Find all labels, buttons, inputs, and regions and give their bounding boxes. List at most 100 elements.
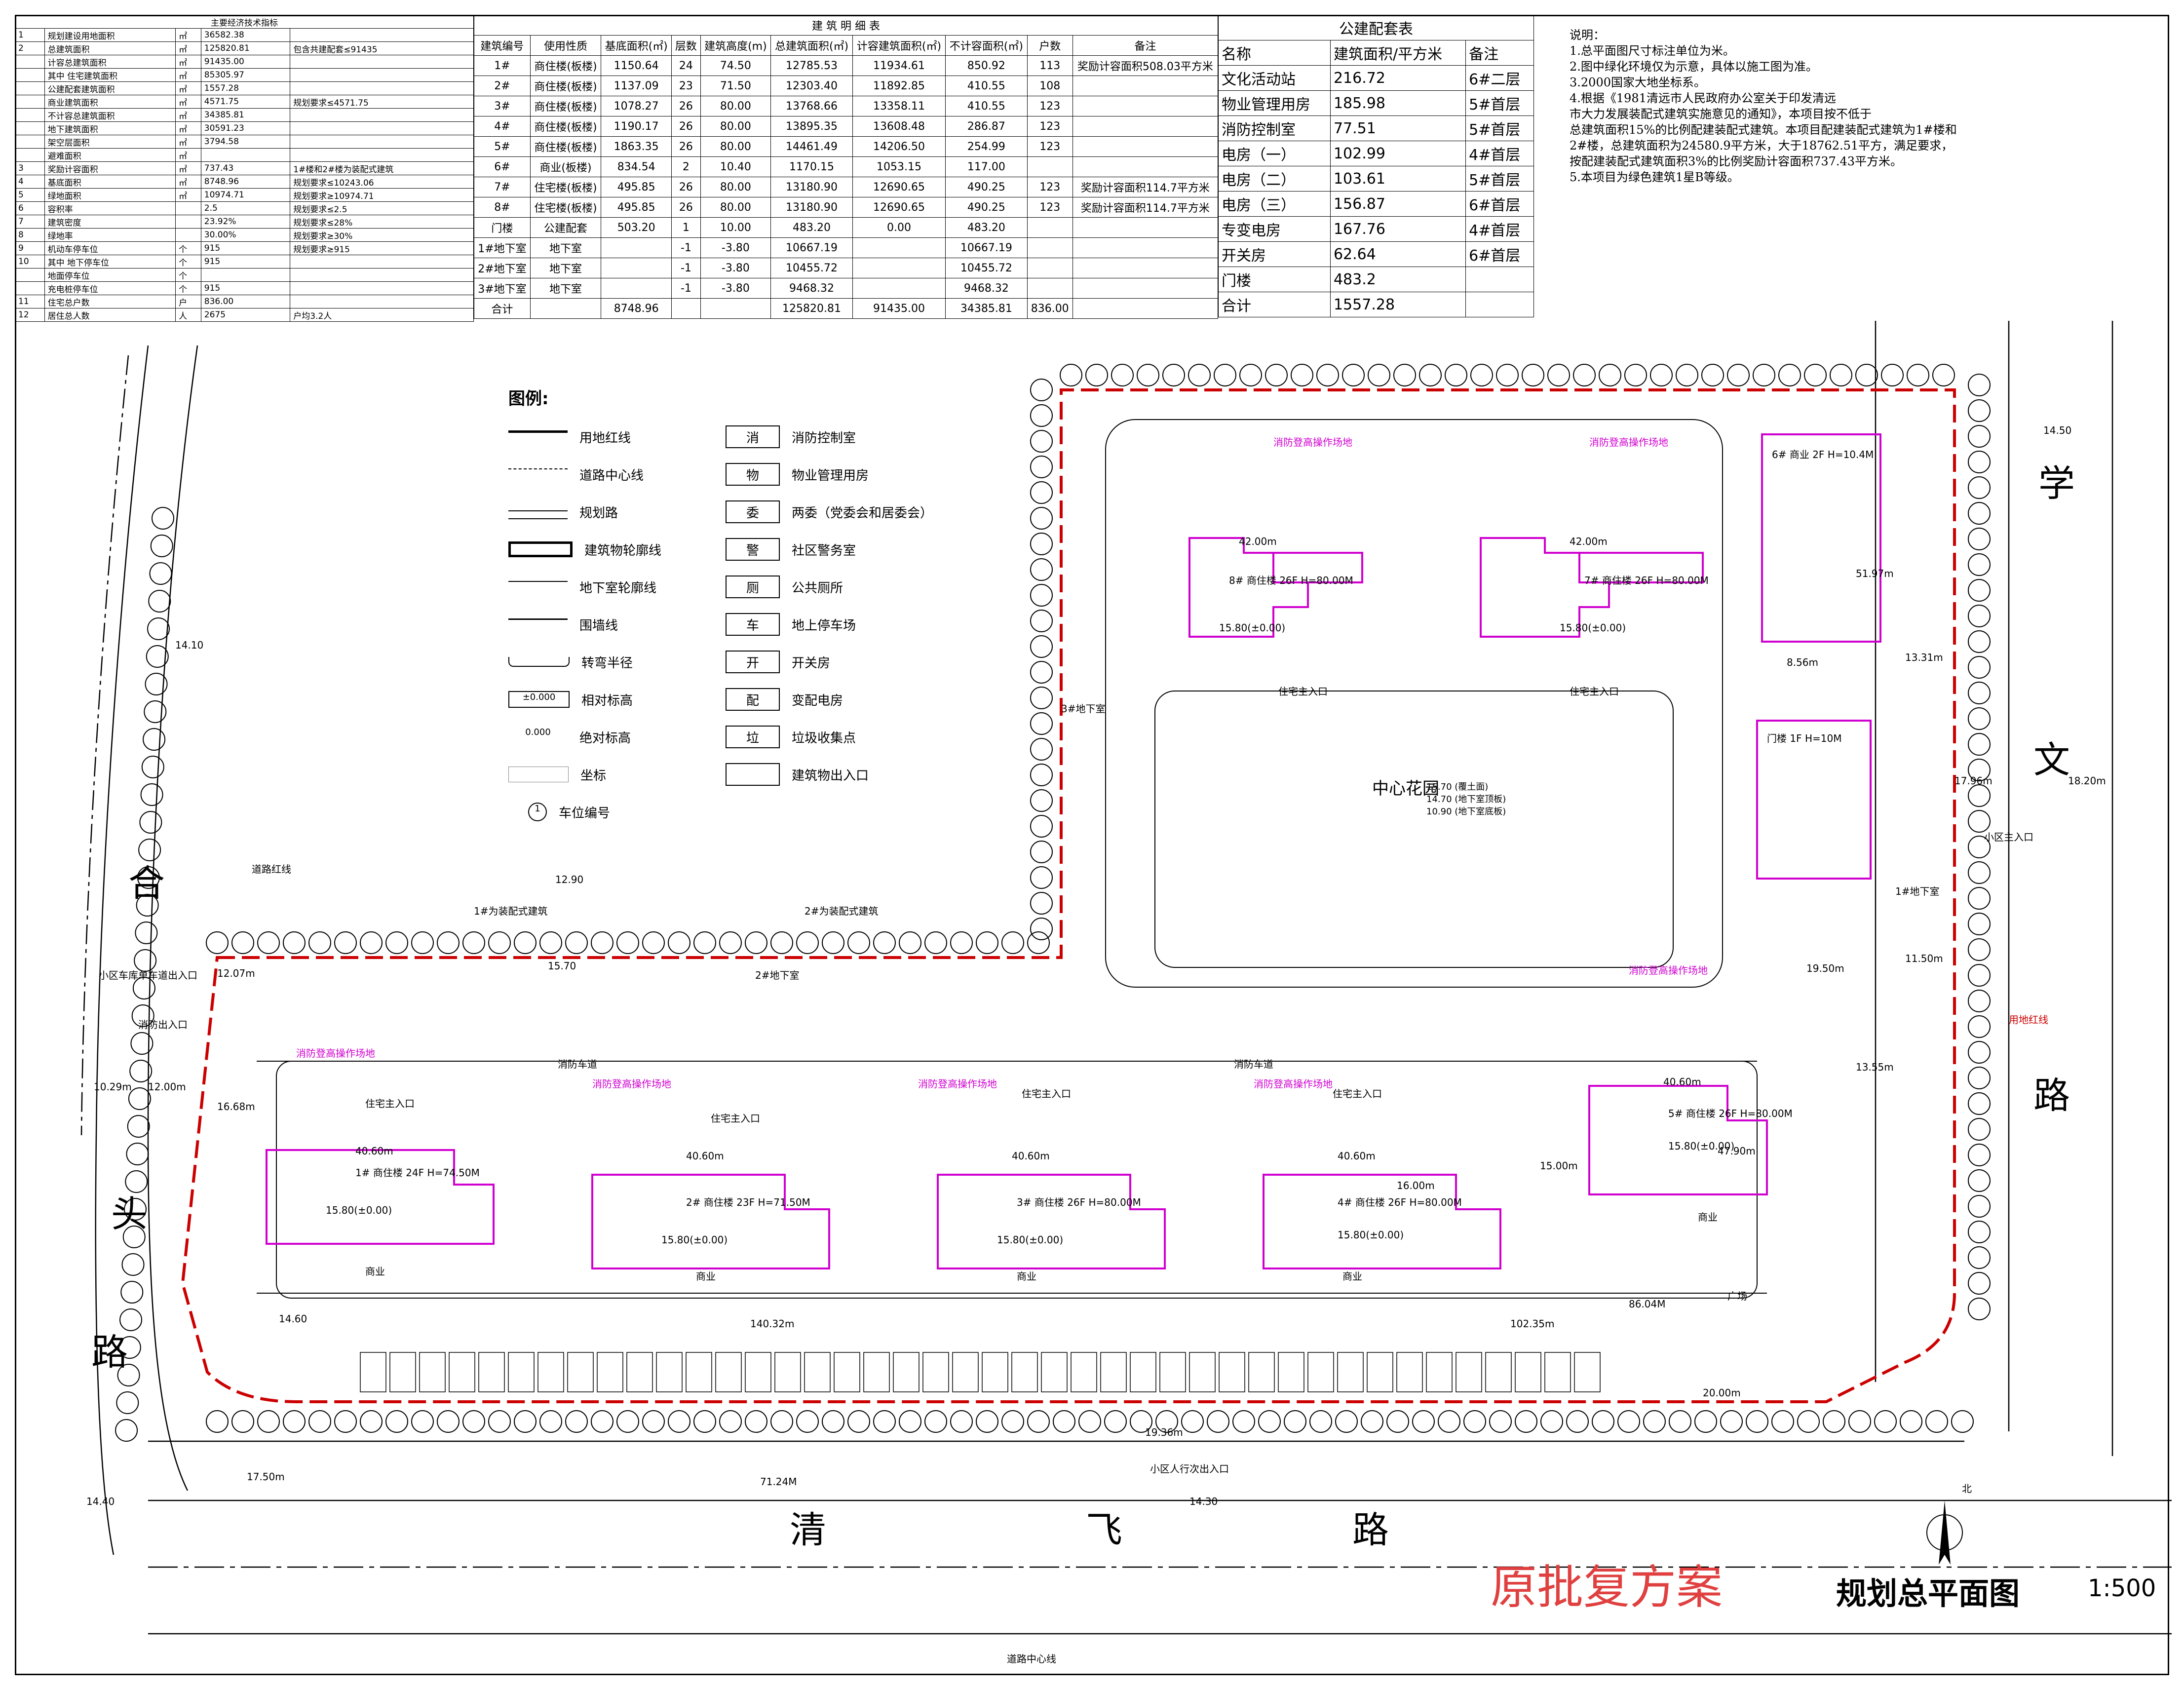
econ-cell: 其中 地下停车位 xyxy=(44,255,176,269)
level-7: 15.80(±0.00) xyxy=(1560,622,1626,634)
tree-icon xyxy=(116,1391,139,1414)
tree-icon xyxy=(1030,687,1053,709)
parking-bay xyxy=(1100,1352,1127,1392)
building-cell xyxy=(1072,237,1219,258)
north-arrow-icon xyxy=(1925,1496,1964,1570)
tree-icon xyxy=(1968,1118,1991,1141)
building-outlines xyxy=(266,537,1768,1269)
basement1-label: 1#地下室 xyxy=(1895,885,1940,897)
building-cell: 1150.64 xyxy=(601,55,672,76)
tree-icon xyxy=(1701,364,1724,386)
tree-icon xyxy=(130,1032,153,1055)
notes: 说明： 1.总平面图尺寸标注单位为米。2.图中绿化环境仅为示意，具体以施工图为准… xyxy=(1570,27,2103,185)
tree-icon xyxy=(488,931,511,954)
tree-icon xyxy=(847,1410,870,1433)
tree-icon xyxy=(1907,364,1929,386)
tree-icon xyxy=(1162,364,1185,386)
tree-icon xyxy=(1445,364,1467,386)
building-cell: 113 xyxy=(1027,55,1073,76)
road-xuewen-2: 文 xyxy=(2033,739,2070,781)
building-cell: 26 xyxy=(671,197,701,218)
tree-icon xyxy=(1438,1410,1460,1433)
tree-icon xyxy=(1968,1015,1991,1038)
legend-label: 用地红线 xyxy=(579,430,631,446)
public-cell: 消防控制室 xyxy=(1218,115,1331,141)
fire-ops-label-6: 消防登高操作场地 xyxy=(1589,436,1668,448)
public-cell: 4#首层 xyxy=(1465,216,1534,242)
legend-symbol xyxy=(508,767,569,782)
parking-bay xyxy=(626,1352,653,1392)
parking-bay xyxy=(922,1352,949,1392)
plaza-label: 广场 xyxy=(1727,1290,1747,1302)
econ-cell: 11 xyxy=(15,295,45,308)
commercial-1: 商业 xyxy=(365,1266,385,1277)
building-cell: 商住楼(板楼) xyxy=(530,136,602,157)
building-table: 建 筑 明 细 表 建筑编号使用性质基底面积(㎡)层数建筑高度(m)总建筑面积(… xyxy=(474,15,1219,319)
tree-icon xyxy=(1848,1410,1871,1433)
tree-icon xyxy=(1030,533,1053,555)
econ-cell: 建筑密度 xyxy=(44,215,176,229)
tree-icon xyxy=(1181,1410,1204,1433)
public-cell: 4#首层 xyxy=(1465,141,1534,166)
econ-cell: ㎡ xyxy=(175,148,201,162)
road-qingfei-2: 飞 xyxy=(1086,1509,1122,1551)
econ-cell: 规划要求≥10974.71 xyxy=(290,188,474,202)
tree-icon xyxy=(1470,364,1493,386)
building-4-label: 4# 商住楼 26F H=80.00M xyxy=(1338,1196,1462,1208)
tree-icon xyxy=(231,1410,254,1433)
parking-bay xyxy=(656,1352,683,1392)
building-header: 不计容面积(㎡) xyxy=(945,35,1028,56)
building-cell xyxy=(671,298,701,319)
tree-icon xyxy=(462,931,485,954)
building-cell: 4# xyxy=(474,116,531,137)
tree-icon xyxy=(1155,1410,1178,1433)
internal-roads xyxy=(257,419,1881,1299)
econ-cell xyxy=(290,121,474,135)
dimension-label: 40.60m xyxy=(686,1150,724,1162)
street-trees xyxy=(115,364,1991,1442)
tree-icon xyxy=(1925,1410,1948,1433)
tree-icon xyxy=(1027,931,1050,954)
econ-cell: 4 xyxy=(15,175,45,189)
tree-icon xyxy=(1030,918,1053,940)
drawing-title: 规划总平面图 xyxy=(1836,1575,2020,1612)
building-cell: -1 xyxy=(671,258,701,278)
tree-icon xyxy=(745,1410,767,1433)
tree-icon xyxy=(796,931,819,954)
econ-cell: 包含共建配套≤91435 xyxy=(290,41,474,55)
dimension-label: 10.29m xyxy=(94,1081,132,1093)
building-cell: 12690.65 xyxy=(852,197,946,218)
tree-icon xyxy=(334,1410,357,1433)
legend-label: 道路中心线 xyxy=(579,468,644,483)
parking-bay xyxy=(508,1352,535,1392)
dimension-label: 20.00m xyxy=(1703,1387,1741,1399)
legend-label: 垃圾收集点 xyxy=(792,730,856,746)
building-cell: 26 xyxy=(671,96,701,116)
tree-icon xyxy=(1030,507,1053,530)
note-line: 2#楼，总建筑面积为24580.9平方米，大于18762.51平方，满足要求， xyxy=(1570,139,1954,153)
dimension-label: 16.00m xyxy=(1397,1180,1435,1191)
tree-icon xyxy=(1030,764,1053,786)
public-cell: 文化活动站 xyxy=(1218,65,1331,91)
econ-cell: 规划要求≤2.5 xyxy=(290,201,474,215)
econ-cell: 规划要求≤4571.75 xyxy=(290,95,474,109)
public-cell: 185.98 xyxy=(1330,90,1466,116)
tree-icon xyxy=(1830,364,1852,386)
legend-label: 消防控制室 xyxy=(792,430,856,446)
public-cell: 合计 xyxy=(1218,292,1331,317)
tree-icon xyxy=(822,931,844,954)
parking-bay xyxy=(1219,1352,1245,1392)
tree-icon xyxy=(1771,1410,1794,1433)
econ-cell: 36582.38 xyxy=(200,28,291,42)
tree-icon xyxy=(1001,931,1024,954)
building-cell: 108 xyxy=(1027,76,1073,96)
dimension-label: 86.04M xyxy=(1629,1298,1666,1310)
public-cell: 物业管理用房 xyxy=(1218,90,1331,116)
building-cell: 123 xyxy=(1027,136,1073,157)
